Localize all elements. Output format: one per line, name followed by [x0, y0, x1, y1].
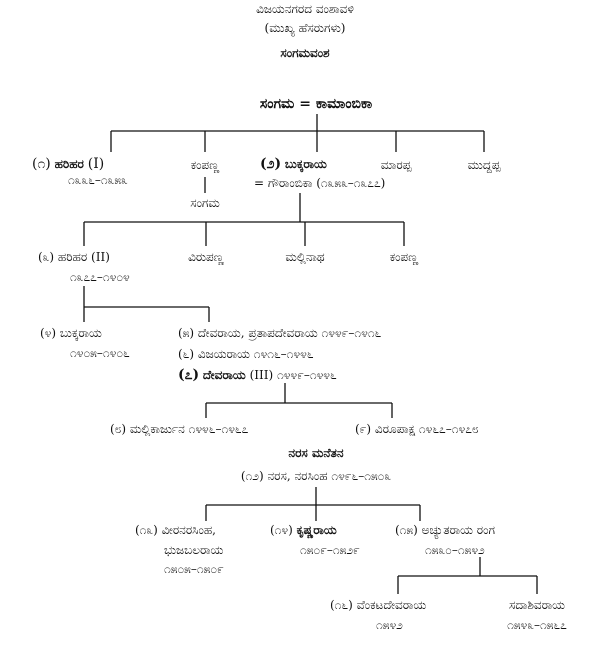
- node-bhujabalaraya: ಭುಜಬಲರಾಯ: [164, 543, 224, 557]
- node-name: ಬುಕ್ಕರಾಯ: [284, 157, 327, 171]
- node-number: (೧): [32, 156, 51, 172]
- node-harihara-2: (೩) ಹರಿಹರ (II): [38, 250, 110, 264]
- dynasty-heading-narasa: ನರಸ ಮನೆತನ: [288, 446, 344, 460]
- node-veeranarasimha: (೧೩) ವೀರನರಸಿಂಹ,: [135, 523, 217, 537]
- node-veeranarasimha-years: ೧೫೦೫–೧೫೦೯: [164, 562, 224, 576]
- node-mallikarjuna: (೮) ಮಲ್ಲಿಕಾರ್ಜುನ ೧೪೪೬–೧೪೬೭: [110, 422, 249, 436]
- node-name: ಕೃಷ್ಣರಾಯ: [296, 523, 337, 537]
- node-regnal: (I): [87, 156, 105, 172]
- node-vijayaraya: (೬) ವಿಜಯರಾಯ ೧೪೧೬–೧೪೪೬: [178, 347, 314, 361]
- node-mallinatha: ಮಲ್ಲಿನಾಥ: [285, 250, 325, 264]
- node-number: (೭): [178, 367, 200, 383]
- node-harihara-1: (೧) ಹರಿಹರ (I): [32, 156, 104, 172]
- node-bukkaraya-2: (೪) ಬುಕ್ಕರಾಯ: [40, 326, 102, 340]
- node-bukkaraya-1: (೨) ಬುಕ್ಕರಾಯ: [260, 156, 327, 172]
- node-venkatadevaraya-years: ೧೫೪೨: [376, 618, 403, 632]
- node-kampanna-2: ಕಂಪಣ್ಣ: [389, 250, 419, 264]
- node-devaraya-1: (೫) ದೇವರಾಯ, ಪ್ರತಾಪದೇವರಾಯ ೧೪೪೯–೧೪೧೬: [178, 326, 382, 340]
- node-sangama-kamambika: ಸಂಗಮ = ಕಾಮಾಂಬಿಕಾ: [259, 96, 373, 112]
- node-number: (೨): [260, 156, 282, 172]
- node-sangama-son: ಸಂಗಮ: [190, 196, 220, 210]
- node-narasa: (೧೨) ನರಸ, ನರಸಿಂಹ ೧೪೯೬–೧೫೦೩: [240, 469, 392, 483]
- node-harihara-1-years: ೧೩೩೬–೧೩೫೩: [68, 173, 128, 187]
- node-bukkaraya-2-years: ೧೪೦೫–೧೪೦೬: [70, 346, 130, 360]
- node-virupanna: ವಿರುಪಣ್ಣ: [188, 250, 224, 264]
- node-achyutaraya: (೧೫) ಅಚ್ಯುತರಾಯ ರಂಗ: [395, 523, 495, 537]
- node-harihara-2-years: ೧೩೭೭–೧೪೦೪: [70, 270, 130, 284]
- node-marappa: ಮಾರಪ್ಪ: [380, 158, 412, 172]
- node-devaraya-2: (೭) ದೇವರಾಯ (III) ೧೪೪೯–೧೪೪೬: [178, 367, 337, 383]
- node-sadashivaraya-years: ೧೫೪೩–೧೫೬೭: [507, 618, 567, 632]
- node-detail: (III) ೧೪೪೯–೧೪೪೬: [249, 368, 337, 382]
- node-name: ದೇವರಾಯ: [202, 368, 246, 382]
- node-virupaksha: (೯) ವಿರೂಪಾಕ್ಷ ೧೪೬೭–೧೪೭೮: [355, 422, 479, 436]
- node-muddappa: ಮುದ್ದಪ್ಪ: [467, 158, 501, 172]
- node-achyutaraya-years: ೧೫೩೦–೧೫೪೨: [425, 543, 485, 557]
- chart-subtitle: (ಮುಖ್ಯ ಹೆಸರುಗಳು): [264, 21, 346, 35]
- chart-title: ವಿಜಯನಗರದ ವಂಶಾವಳಿ: [256, 2, 354, 16]
- node-number: (೧೪): [270, 523, 293, 537]
- node-kampanna-1: ಕಂಪಣ್ಣ: [190, 158, 220, 172]
- node-venkatadevaraya: (೧೬) ವೆಂಕಟದೇವರಾಯ: [330, 598, 427, 612]
- node-sadashivaraya: ಸದಾಶಿವರಾಯ: [508, 598, 566, 612]
- node-bukkaraya-1-spouse: = ಗೌರಾಂಬಿಕಾ (೧೩೫೩–೧೩೭೭): [254, 176, 386, 190]
- node-krishnaraya-years: ೧೫೦೯–೧೫೨೯: [300, 543, 360, 557]
- node-krishnaraya: (೧೪) ಕೃಷ್ಣರಾಯ: [270, 523, 337, 537]
- dynasty-heading-sangama: ಸಂಗಮವಂಶ: [280, 46, 330, 60]
- node-name: ಹರಿಹರ: [54, 157, 84, 171]
